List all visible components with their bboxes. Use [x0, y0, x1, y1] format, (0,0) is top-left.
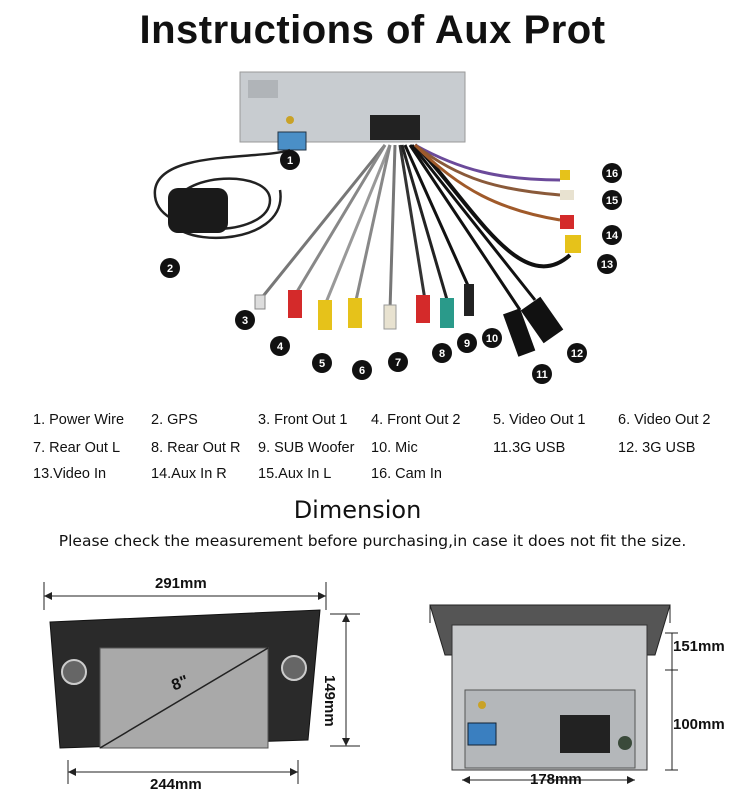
callout-6 [352, 360, 372, 380]
rca-connectors [254, 170, 581, 357]
legend-item: 14.Aux In R [151, 466, 227, 482]
callout-7-label: 7 [395, 357, 401, 369]
page-title: Instructions of Aux Prot [139, 8, 606, 52]
callout-11-label: 11 [536, 369, 548, 381]
callout-14-label: 14 [606, 230, 619, 242]
callout-1 [280, 150, 300, 170]
callout-11 [532, 364, 552, 384]
callout-3 [235, 310, 255, 330]
back-view-drawing [429, 604, 678, 784]
legend-item: 3. Front Out 1 [258, 412, 348, 428]
legend-item: 16. Cam In [371, 466, 442, 482]
gps-cable [153, 148, 291, 240]
dimension-subtitle: Please check the measurement before purc… [58, 532, 687, 550]
legend-item: 6. Video Out 2 [618, 412, 711, 428]
callout-7 [388, 352, 408, 372]
legend-item: 9. SUB Woofer [258, 440, 355, 456]
callout-9 [457, 333, 477, 353]
callout-4 [270, 336, 290, 356]
legend-item: 13.Video In [33, 466, 107, 482]
callout-12-label: 12 [571, 348, 583, 360]
callout-10-label: 10 [486, 333, 498, 345]
legend-item: 7. Rear Out L [33, 440, 121, 456]
callout-13 [597, 254, 617, 274]
callout-14 [602, 225, 622, 245]
front-height: 149mm [321, 675, 338, 727]
back-depth-top: 151mm [673, 638, 725, 655]
callout-15-label: 15 [606, 195, 618, 207]
legend-item: 12. 3G USB [618, 440, 696, 456]
callout-2-label: 2 [167, 263, 173, 275]
back-width-bottom: 178mm [530, 771, 582, 788]
legend-item: 1. Power Wire [33, 412, 125, 428]
callout-4-label: 4 [277, 341, 284, 353]
callout-16 [602, 163, 622, 183]
callout-8-label: 8 [439, 348, 445, 360]
callout-5-label: 5 [319, 358, 325, 370]
callout-13-label: 13 [601, 259, 613, 271]
callout-1-label: 1 [287, 155, 293, 167]
front-view-drawing [43, 582, 360, 784]
callout-6-label: 6 [359, 365, 365, 377]
front-width-bottom: 244mm [150, 776, 202, 793]
legend-item: 10. Mic [371, 440, 418, 456]
harness-diagram: 1 2 3 4 5 6 7 8 9 10 11 12 13 14 15 16 [153, 71, 622, 384]
callout-10 [482, 328, 502, 348]
callout-9-label: 9 [464, 338, 470, 350]
front-width-top: 291mm [155, 575, 207, 592]
gps-antenna [168, 188, 228, 233]
legend-item: 8. Rear Out R [151, 440, 241, 456]
legend-item: 2. GPS [151, 412, 198, 428]
callout-12 [567, 343, 587, 363]
callout-2 [160, 258, 180, 278]
callout-15 [602, 190, 622, 210]
legend-item: 5. Video Out 1 [493, 412, 586, 428]
back-depth-mid: 100mm [673, 716, 725, 733]
callout-16-label: 16 [606, 168, 618, 180]
legend-item: 11.3G USB [493, 440, 566, 456]
dimension-title: Dimension [293, 496, 422, 524]
callout-badges [160, 150, 622, 384]
legend-item: 15.Aux In L [258, 466, 332, 482]
legend-item: 4. Front Out 2 [371, 412, 461, 428]
callout-3-label: 3 [242, 315, 248, 327]
callout-5 [312, 353, 332, 373]
callout-8 [432, 343, 452, 363]
